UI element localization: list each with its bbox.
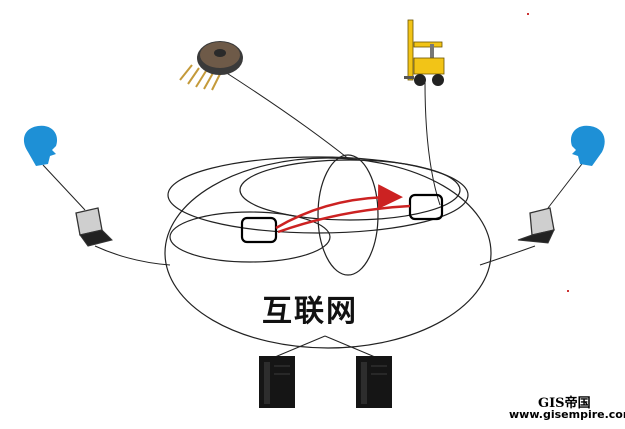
server-right-icon [356, 356, 392, 408]
sensor-chip-icon [179, 41, 243, 91]
line-sensor [221, 69, 351, 161]
forklift-icon [404, 19, 445, 86]
server-left-icon [259, 356, 295, 408]
watermark-url: www.gisempire.com [509, 408, 625, 421]
laptop-left-icon [75, 207, 113, 247]
network-cloud [164, 154, 492, 349]
network-ellipse-vertical [317, 154, 379, 276]
line-head-left [42, 164, 86, 211]
network-outer-ellipse [164, 157, 492, 349]
internet-label: 互联网 [262, 294, 358, 329]
line-server-right [324, 335, 376, 358]
network-ellipse-left [169, 211, 331, 263]
watermark-title: GIS帝国 [538, 396, 591, 411]
person-head-left-icon [23, 125, 58, 166]
line-laptop-left [94, 245, 171, 266]
line-head-right [547, 159, 586, 209]
stray-mark-right [567, 290, 569, 292]
route-node-end [408, 193, 444, 221]
line-server-left [274, 335, 326, 358]
network-ellipse-middle [239, 159, 461, 221]
person-head-right-icon [570, 125, 605, 166]
line-forklift [424, 81, 441, 206]
network-ellipse-top [167, 156, 469, 234]
line-laptop-right [479, 245, 536, 266]
laptop-right-icon [517, 207, 555, 244]
route-arrow [275, 184, 411, 234]
route-node-start [240, 216, 278, 244]
stray-mark-top-right [527, 13, 529, 15]
